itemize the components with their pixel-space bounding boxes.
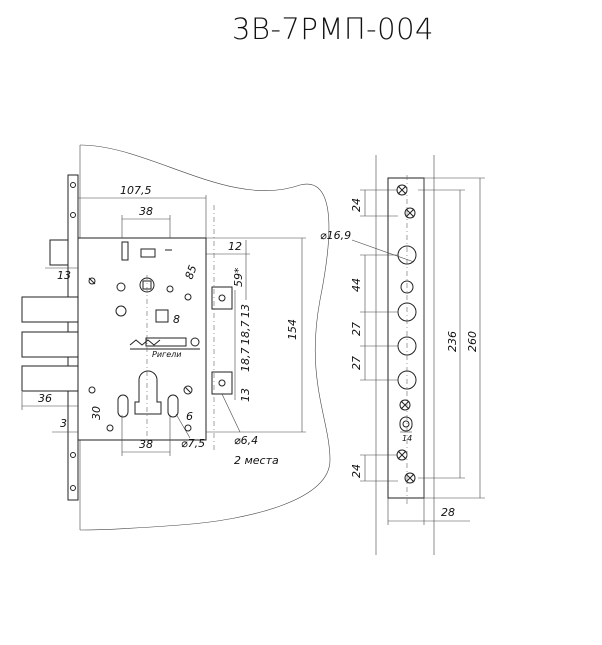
dim-13-left: 13 xyxy=(57,269,71,282)
front-dimensions: 107,5 38 12 13 85 59* 8 13 18,7 18,7 13 … xyxy=(21,184,306,467)
dim-44: 44 xyxy=(350,278,363,292)
deadbolt-2 xyxy=(21,331,79,358)
dim-6: 6 xyxy=(186,410,193,423)
strike-tab-upper xyxy=(211,286,233,310)
dim-18-7-a: 18,7 xyxy=(239,321,252,346)
dim-13-a: 13 xyxy=(239,304,252,318)
latch-bolt xyxy=(49,239,69,266)
dim-236: 236 xyxy=(446,331,459,352)
dim-260: 260 xyxy=(466,331,479,352)
dim-6-4: ⌀6,4 xyxy=(234,434,258,447)
dim-places: 2 места xyxy=(234,454,279,467)
cylinder-cutout xyxy=(134,370,162,415)
face-screw-hole xyxy=(70,485,76,491)
deadbolt-3 xyxy=(21,365,79,392)
deadbolt-1 xyxy=(21,296,79,323)
face-screw-hole xyxy=(70,212,76,218)
side-dimensions: 24 ⌀16,9 44 27 27 236 260 14 24 xyxy=(320,177,485,525)
face-screw-hole xyxy=(70,452,76,458)
dim-14: 14 xyxy=(402,434,412,443)
drawing-title-text: 3В-7РМП-004 xyxy=(232,12,434,46)
lock-case xyxy=(77,237,207,441)
dim-3: 3 xyxy=(60,417,67,430)
dim-16-9: ⌀16,9 xyxy=(320,229,351,242)
dim-24-bottom: 24 xyxy=(350,464,363,478)
dim-13-b: 13 xyxy=(239,388,252,402)
dim-7-5: ⌀7,5 xyxy=(181,437,205,450)
strike-tab-lower xyxy=(211,371,233,395)
side-face-plate xyxy=(387,177,425,499)
dim-107-5: 107,5 xyxy=(120,184,152,197)
dim-38-bottom: 38 xyxy=(139,438,153,451)
dim-36: 36 xyxy=(38,392,52,405)
dim-59: 59* xyxy=(232,267,245,287)
dim-24-top: 24 xyxy=(350,198,363,212)
drawing-title: 3В-7РМП-004 xyxy=(0,12,602,46)
dim-8: 8 xyxy=(173,313,180,326)
dim-28: 28 xyxy=(441,506,455,519)
dim-30: 30 xyxy=(90,406,103,420)
dim-18-7-b: 18,7 xyxy=(239,348,252,373)
rigel-label: Ригели xyxy=(152,350,181,359)
dim-27-a: 27 xyxy=(350,322,363,336)
dim-12: 12 xyxy=(228,240,242,253)
dim-38-top: 38 xyxy=(139,205,153,218)
face-screw-hole xyxy=(70,182,76,188)
lock-side-view xyxy=(375,155,435,555)
dim-27-b: 27 xyxy=(350,356,363,370)
lock-front-view xyxy=(21,174,233,501)
dim-85: 85 xyxy=(183,263,200,281)
dim-154: 154 xyxy=(286,319,299,340)
